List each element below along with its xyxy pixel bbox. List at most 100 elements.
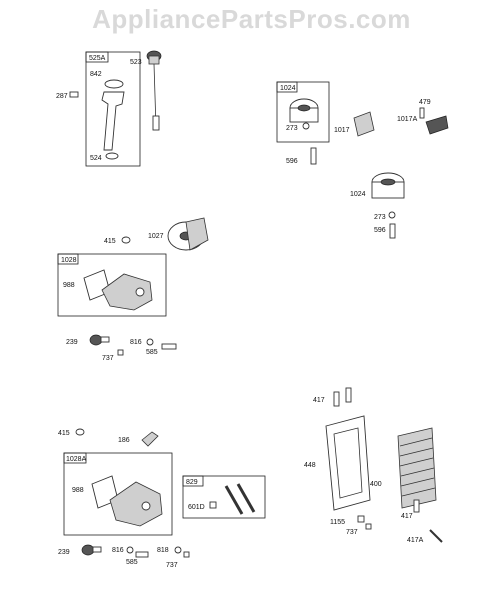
- bolt-596-a: 596: [286, 147, 317, 165]
- washer-818: 818: [157, 546, 182, 554]
- part-label-596-b: 596: [374, 227, 386, 234]
- tube-group-829: 829 601D: [182, 475, 266, 519]
- part-label-417-a: 417: [313, 397, 325, 404]
- sensor-239-a-part: [89, 334, 103, 346]
- part-label-1017a: 1017A: [397, 116, 418, 123]
- bolt-417-b-part: [413, 499, 420, 513]
- part-label-287: 287: [56, 93, 68, 100]
- pin-479-part: [419, 107, 425, 119]
- bolt-596-a-part: [310, 147, 317, 165]
- bolt-417-a-part: [333, 391, 340, 407]
- adapter-1028-part: [101, 273, 153, 311]
- part-label-239-a: 239: [66, 339, 78, 346]
- fitting-186-part: [141, 431, 159, 447]
- bolt-417a-part: [429, 529, 443, 543]
- cover-1017a-part: [425, 115, 449, 135]
- plug-737-c: 737: [166, 551, 190, 569]
- part-label-585-a: 585: [146, 349, 158, 356]
- tube-seal-part: [105, 152, 119, 160]
- plug-415-b: 415: [58, 428, 85, 437]
- filter-1017: 1017: [334, 111, 375, 137]
- fitting-186: 186: [118, 431, 159, 447]
- tube-601d-b: [236, 483, 256, 513]
- dipstick-tube-part: [101, 91, 125, 151]
- part-label-816-a: 816: [130, 339, 142, 346]
- part-label-737-b: 737: [346, 529, 358, 536]
- group-box-829: [182, 475, 266, 519]
- sensor-239-b-stem: [92, 546, 102, 553]
- group-box-1028: [57, 253, 167, 317]
- part-label-417-b: 417: [401, 513, 413, 520]
- cooler-400: 400: [370, 427, 437, 509]
- part-label-585-b: 585: [126, 559, 138, 566]
- oil-cooler-1024: 1024 273 596: [350, 172, 405, 239]
- sensor-239-a: 239: [66, 334, 110, 346]
- washer-273-b: [388, 211, 396, 219]
- plug-737-a-part: [117, 349, 124, 356]
- part-label-988: 988: [63, 282, 75, 289]
- washer-273-part: [302, 122, 310, 130]
- part-label-273-b: 273: [374, 214, 386, 221]
- part-label-479: 479: [419, 99, 431, 106]
- dipstick-523: 523: [130, 50, 162, 131]
- nut-1155: 1155: [330, 515, 365, 526]
- part-label-816-b: 816: [112, 547, 124, 554]
- part-label-818: 818: [157, 547, 169, 554]
- sensor-239-b-part: [81, 544, 95, 556]
- part-label-273: 273: [286, 125, 298, 132]
- dipstick-tube-group: 525A 842 524: [85, 51, 141, 167]
- part-label-596-a: 596: [286, 158, 298, 165]
- screw-287: 287: [56, 91, 79, 100]
- cooler-400-fin-5: [400, 477, 435, 487]
- part-label-523: 523: [130, 59, 142, 66]
- clip-479: 479: [419, 99, 431, 119]
- bracket-448-inner: [333, 427, 363, 499]
- group-box-1024-tab: [276, 81, 298, 93]
- part-label-1024: 1024: [350, 191, 366, 198]
- part-label-737-a: 737: [102, 355, 114, 362]
- fitting-585-a-part: [161, 343, 177, 350]
- filter-1017-part: [353, 111, 375, 137]
- part-label-842: 842: [90, 71, 102, 78]
- cooler-400-part: [397, 427, 437, 509]
- cooler-400-fin-2: [399, 447, 434, 457]
- washer-816-b-part: [126, 546, 134, 554]
- group-label-1024: 1024: [280, 85, 296, 92]
- o-ring-part: [104, 79, 124, 89]
- fitting-585-b: 585: [126, 551, 149, 566]
- part-label-448: 448: [304, 462, 316, 469]
- plug-737-b: 737: [346, 523, 372, 536]
- clamp-601d: [209, 501, 217, 509]
- bolt-417-a: 417: [313, 387, 352, 407]
- part-label-415: 415: [104, 238, 116, 245]
- part-label-186: 186: [118, 437, 130, 444]
- part-label-737-c: 737: [166, 562, 178, 569]
- plug-737-a: 737: [102, 349, 124, 362]
- adapter-group-1028a: 1028A 988: [63, 452, 173, 536]
- part-label-1155: 1155: [330, 519, 345, 526]
- oil-filter-1027: 415 1027: [104, 217, 209, 251]
- group-box-525a-tab: [85, 51, 109, 63]
- washer-816-a: 816: [130, 338, 154, 346]
- part-label-601d: 601D: [188, 504, 205, 511]
- cooler-400-fin-1: [399, 437, 433, 447]
- fitting-585-b-part: [135, 551, 149, 558]
- group-box-525a: [85, 51, 141, 167]
- group-box-1024: [276, 81, 330, 143]
- dipstick-cap-body: [148, 55, 160, 65]
- nut-1155-part: [357, 515, 365, 523]
- adapter-group-1028: 1028 988: [57, 253, 167, 317]
- group-box-829-tab: [182, 475, 204, 487]
- dipstick-tip-part: [152, 115, 160, 131]
- plug-737-b-part: [365, 523, 372, 530]
- adapter-1028a-part: [109, 481, 163, 527]
- part-label-1017: 1017: [334, 127, 350, 134]
- part-label-400: 400: [370, 481, 382, 488]
- bolt-596-b-part: [389, 223, 396, 239]
- group-box-1028a-tab: [63, 452, 87, 464]
- bolt-417-a2-part: [345, 387, 352, 403]
- plug-737-c-part: [183, 551, 190, 558]
- tube-601d-a: [224, 485, 244, 515]
- cooler-400-fin-3: [399, 457, 434, 467]
